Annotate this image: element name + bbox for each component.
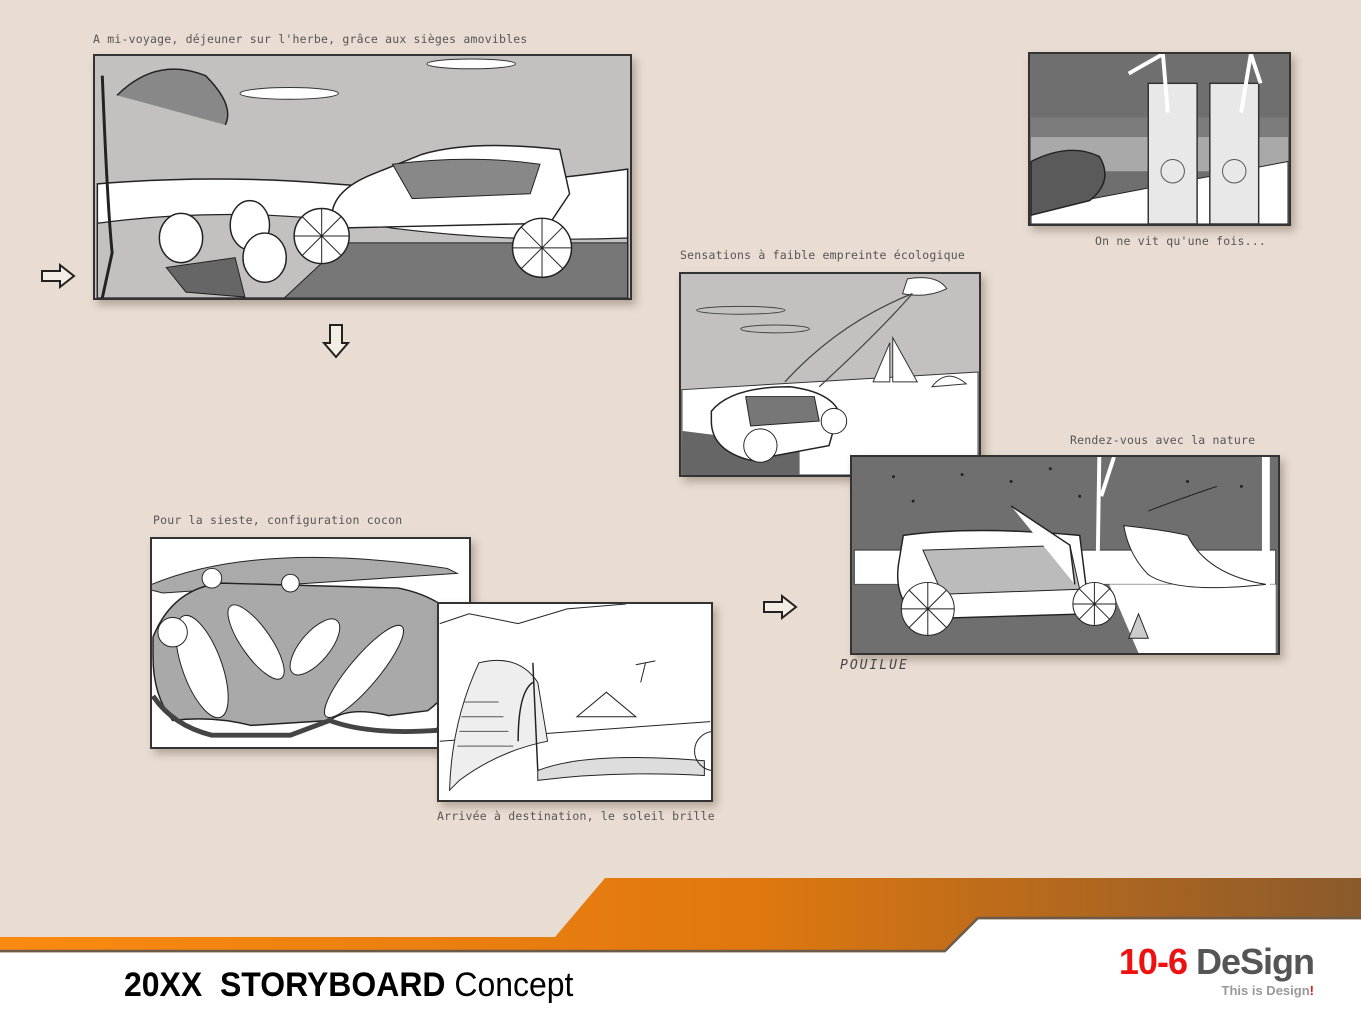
panel-arrival bbox=[437, 602, 713, 802]
panel-cocoon bbox=[150, 537, 471, 749]
footer-decoration bbox=[0, 878, 1361, 1020]
panel-kite bbox=[679, 272, 981, 477]
artist-signature: POUILUE bbox=[840, 658, 909, 673]
brand-logo: 10-6 DeSign This is Design! bbox=[1118, 941, 1315, 999]
arrow-right-icon bbox=[41, 263, 76, 289]
panel-caption-nature: Rendez-vous avec la nature bbox=[1070, 433, 1256, 447]
logo-number: 10-6 bbox=[1118, 941, 1188, 982]
logo-tagline: This is Design bbox=[1221, 983, 1310, 998]
title-concept: Concept bbox=[454, 966, 574, 1004]
panel-drinks bbox=[1028, 52, 1291, 226]
drinks-sketch bbox=[1030, 54, 1289, 224]
cocoon-sketch bbox=[152, 539, 469, 747]
arrow-down-icon bbox=[322, 324, 350, 359]
arrow-right-icon bbox=[763, 594, 798, 620]
panel-caption-drinks: On ne vit qu'une fois... bbox=[1095, 234, 1266, 248]
kite-sketch bbox=[681, 274, 979, 475]
page-title: 20XX STORYBOARD Concept bbox=[124, 966, 573, 1005]
panel-nature bbox=[850, 455, 1280, 655]
title-year: 20XX bbox=[124, 966, 203, 1004]
panel-caption-picnic: A mi-voyage, déjeuner sur l'herbe, grâce… bbox=[93, 32, 528, 46]
logo-name: DeSign bbox=[1195, 941, 1315, 982]
panel-caption-arrival: Arrivée à destination, le soleil brille bbox=[437, 809, 715, 823]
title-storyboard: STORYBOARD bbox=[219, 966, 446, 1004]
panel-caption-kite: Sensations à faible empreinte écologique bbox=[680, 248, 965, 262]
panel-caption-cocoon: Pour la sieste, configuration cocon bbox=[153, 513, 403, 527]
logo-tagline-exclamation: ! bbox=[1309, 983, 1314, 998]
picnic-sketch bbox=[96, 56, 629, 298]
panel-picnic bbox=[93, 54, 632, 300]
arrival-sketch bbox=[439, 604, 711, 800]
nature-sketch bbox=[853, 457, 1277, 653]
